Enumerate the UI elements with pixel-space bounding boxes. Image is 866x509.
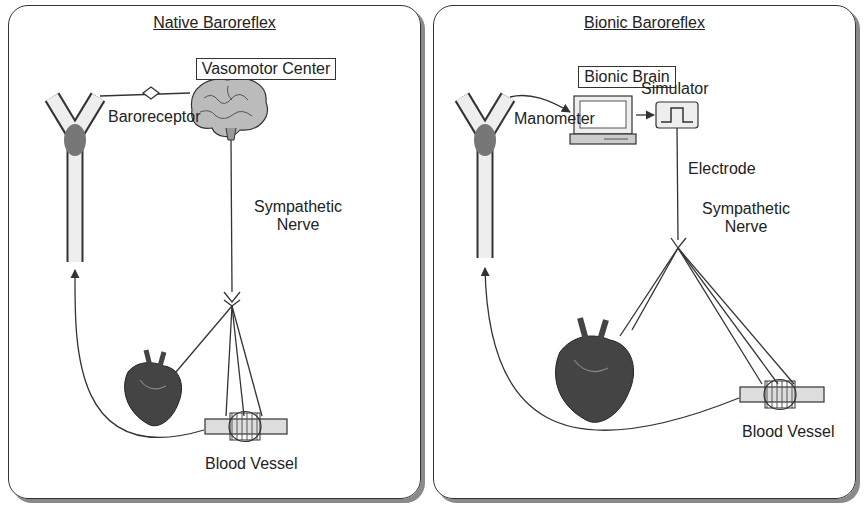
blood-flow-arrow	[485, 268, 739, 430]
electrode-lead	[677, 128, 678, 240]
part-label: Sympathetic Nerve	[246, 198, 350, 235]
blood-vessel	[205, 412, 287, 442]
heart	[125, 350, 182, 426]
sympathetic-nerve	[176, 140, 262, 416]
blood-flow-arrow	[75, 270, 204, 437]
brain	[191, 78, 267, 140]
sympathetic-nerve	[620, 238, 794, 384]
baroreceptor-vessel	[52, 97, 98, 262]
label-box: Vasomotor Center	[196, 58, 337, 80]
box-label: Vasomotor Center	[202, 60, 331, 78]
part-label: Blood Vessel	[205, 455, 298, 473]
stimulator	[656, 102, 698, 128]
part-label: Electrode	[688, 160, 756, 178]
part-label: Baroreceptor	[108, 108, 201, 126]
panel-title: Native Baroreflex	[9, 14, 420, 32]
part-label: Blood Vessel	[742, 423, 835, 441]
panel-title: Bionic Baroreflex	[434, 14, 855, 32]
afferent-nerve	[100, 87, 190, 99]
panel-frame: Native BaroreflexVasomotor Center	[8, 5, 421, 499]
signal-arrow	[510, 95, 570, 112]
part-label: Simulator	[641, 80, 709, 98]
blood-vessel	[740, 380, 824, 410]
heart	[556, 318, 634, 422]
part-label: Sympathetic Nerve	[694, 200, 798, 237]
part-label: Manometer	[514, 110, 595, 128]
control-arrow	[636, 114, 654, 115]
manometer	[462, 97, 508, 258]
